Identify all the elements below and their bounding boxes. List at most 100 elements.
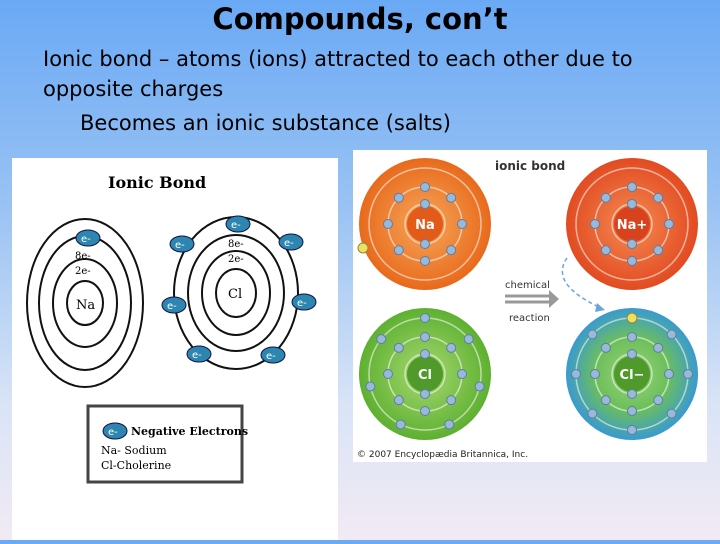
illustration-title: ionic bond [495, 159, 565, 173]
chlorine-electrons: e- e- e- e- e- e- e- [161, 215, 317, 364]
chlorine-shell-8e: 8e- [228, 239, 244, 250]
sodium-atom-electron-middle [457, 219, 467, 229]
sodium-ion-electron-inner [627, 199, 637, 209]
sodium-ion-nucleus [614, 206, 650, 242]
bullet-ionic-bond: Ionic bond – atoms (ions) attracted to e… [43, 47, 633, 101]
chlorine-atom-electron-outer [365, 381, 376, 392]
chloride-ion-electron-middle [590, 369, 600, 379]
chlorine-atom-electron-middle [393, 342, 404, 353]
sodium-label: Na [76, 298, 95, 313]
chlorine-atom-electron-outer [395, 419, 406, 430]
arrow-label-reaction: reaction [509, 313, 550, 324]
chlorine-atom-electron-middle [393, 395, 404, 406]
sodium-ion: Na+ [566, 158, 698, 290]
legend-electron-icon: e- [108, 427, 118, 438]
chlorine-atom-electron-middle [457, 369, 467, 379]
legend-sodium: Na- Sodium [101, 444, 167, 457]
sodium-ion-electron-middle [627, 182, 637, 192]
chlorine-atom-electron-outer [420, 313, 430, 323]
sodium-ion-electron-middle [664, 219, 674, 229]
sodium-atom-label: Na [415, 218, 435, 233]
chlorine-atom: Cl [359, 308, 491, 440]
chlorine-atom-electron-inner [420, 389, 430, 399]
sodium-ion-electron-middle [600, 192, 611, 203]
chloride-ion-electron-outer [683, 369, 693, 379]
sodium-ion-electron-middle [627, 256, 637, 266]
sodium-atom-electron-middle [420, 182, 430, 192]
chlorine-atom-electron-middle [420, 406, 430, 416]
chloride-ion-electron-middle [627, 406, 637, 416]
chlorine-atom-electron-outer [463, 334, 474, 345]
slide-title: Compounds, con’t [212, 2, 508, 36]
chloride-ion-electron-middle [664, 369, 674, 379]
chlorine-atom-nucleus [407, 356, 443, 392]
svg-text:e-: e- [284, 238, 294, 249]
sodium-atom-nucleus [407, 206, 443, 242]
sodium-shell-2e: 2e- [75, 266, 91, 277]
chloride-ion-electron-middle [627, 332, 637, 342]
electron-transfer-arrowhead [595, 303, 605, 312]
sodium-ion-electron-middle [600, 245, 611, 256]
chlorine-atom-electron-middle [383, 369, 393, 379]
ionic-bond-sketch: Ionic Bond Na 8e- 2e- e- Cl 8e- 2e- e- e… [26, 173, 317, 484]
svg-text:e-: e- [266, 351, 276, 362]
chloride-ion-electron-outer [666, 329, 677, 340]
sodium-ion-electron-inner [627, 239, 637, 249]
sodium-ion-electron-middle [590, 219, 600, 229]
chloride-ion-electron-outer [587, 329, 598, 340]
sodium-atom-transferred-electron [357, 242, 369, 254]
chloride-ion-electron-middle [653, 342, 664, 353]
svg-text:e-: e- [175, 240, 185, 251]
copyright-notice: © 2007 Encyclopædia Britannica, Inc. [357, 450, 528, 460]
sodium-atom-electron-middle [446, 192, 457, 203]
svg-text:e-: e- [231, 220, 241, 231]
ionic-bond-sketch-panel: Ionic Bond Na 8e- 2e- e- Cl 8e- 2e- e- e… [12, 158, 338, 540]
chlorine-atom-electron-middle [446, 342, 457, 353]
legend-negative-electrons: Negative Electrons [131, 425, 248, 438]
chloride-ion-electron-inner [627, 349, 637, 359]
chlorine-atom-electron-outer [474, 381, 485, 392]
chlorine-atom-electron-outer [444, 419, 455, 430]
chloride-ion-electron-middle [600, 342, 611, 353]
sodium-ion-label: Na+ [617, 218, 648, 233]
sodium-ion-electron-middle [653, 192, 664, 203]
sodium-atom-electron-middle [446, 245, 457, 256]
chloride-ion: Cl− [566, 308, 698, 440]
sodium-ion-orbit-1 [575, 167, 689, 281]
sketch-title: Ionic Bond [108, 173, 206, 192]
legend-chlorine: Cl-Cholerine [101, 459, 171, 472]
chloride-ion-electron-middle [653, 395, 664, 406]
chloride-ion-electron-outer [627, 425, 637, 435]
chlorine-atom-label: Cl [418, 368, 432, 383]
chlorine-atom-electron-inner [420, 349, 430, 359]
chloride-ion-electron-outer [666, 408, 677, 419]
sodium-atom-orbit-1 [368, 167, 482, 281]
svg-text:e-: e- [297, 298, 307, 309]
sodium-atom-electron-middle [393, 192, 404, 203]
chloride-ion-electron-inner [627, 389, 637, 399]
chlorine-atom-electron-outer [376, 334, 387, 345]
sodium-valence-electron: e- [75, 229, 101, 247]
sodium-atom: Na [357, 158, 491, 290]
chloride-gained-electron [626, 312, 638, 324]
sketch-legend: e- Negative Electrons Na- Sodium Cl-Chol… [86, 404, 248, 484]
atoms-layer: Na Na+ Cl Cl− [357, 158, 698, 440]
chloride-ion-nucleus [614, 356, 650, 392]
sodium-atom-electron-middle [420, 256, 430, 266]
sodium-ion-electron-middle [653, 245, 664, 256]
svg-text:e-: e- [167, 301, 177, 312]
chloride-ion-electron-middle [600, 395, 611, 406]
bullet-ionic-substance: Becomes an ionic substance (salts) [80, 111, 451, 135]
sodium-atom-electron-inner [420, 239, 430, 249]
chlorine-atom-electron-middle [420, 332, 430, 342]
svg-text:e-: e- [81, 234, 91, 245]
chloride-ion-label: Cl− [620, 368, 645, 383]
chloride-ion-electron-outer [587, 408, 598, 419]
chloride-ion-electron-outer [571, 369, 581, 379]
arrow-label-chemical: chemical [505, 280, 550, 291]
sodium-shell-8e: 8e- [75, 251, 91, 262]
sodium-atom-electron-middle [393, 245, 404, 256]
chlorine-label: Cl [228, 287, 242, 302]
